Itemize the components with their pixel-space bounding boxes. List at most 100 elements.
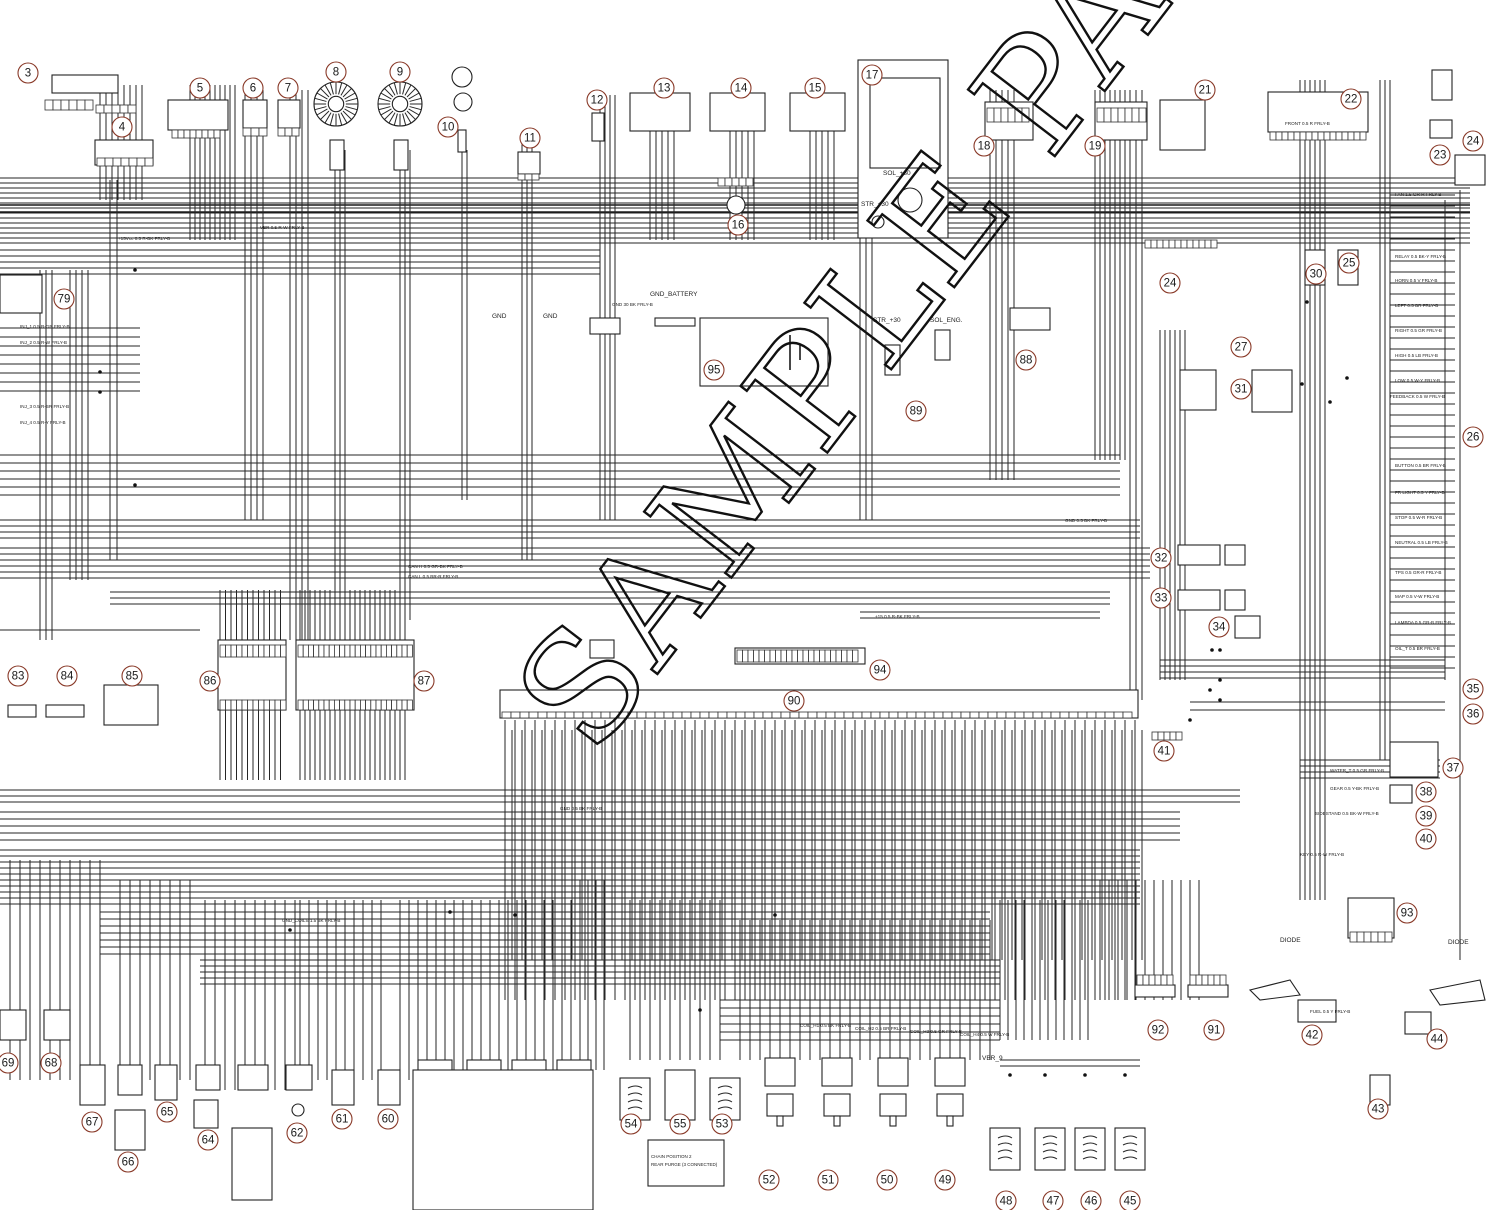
wire-label-layer: +15Vcc 0.5 R-BK FRLY-B GND_COILS 1.5 BK … (20, 121, 1451, 1037)
comp-42-bracket (1248, 979, 1301, 1001)
comp-18-pins (986, 107, 1030, 123)
comp-10-plug (457, 129, 467, 153)
callout-number: 36 (1467, 709, 1480, 721)
callout-number: 31 (1235, 384, 1248, 396)
callout-number: 13 (658, 83, 671, 95)
callout-47: 47 (1042, 1190, 1064, 1210)
sol-eng-label: SOL_ENG. (930, 317, 963, 324)
label-vbr-main: VBR 0.5 R-W FRLY-B (260, 225, 304, 230)
comp-6-sensor (242, 99, 268, 129)
comp-92-pins (1136, 974, 1174, 986)
label-lambda: LAMBDA 0.5 GR-B FRLY-B (1395, 620, 1451, 625)
callout-6: 6 (242, 77, 264, 99)
callout-number: 16 (732, 220, 745, 232)
diode-right-label: DIODE (1448, 939, 1469, 946)
label-fuel-pump: FUEL 0.5 Y FRLY-B (1310, 1009, 1350, 1014)
label-coil-h4: COIL_H4 0.5 W FRLY-B (960, 1032, 1009, 1037)
callout-number: 52 (763, 1175, 776, 1187)
callout-61: 61 (331, 1108, 353, 1130)
component-layer (0, 59, 1486, 1210)
comp-23-sensor (1429, 119, 1453, 139)
comp-87-pins-top (297, 644, 413, 658)
sample-page-watermark: SAMPLE PAGE (482, 0, 1348, 781)
label-button: BUTTON 0.5 BR FRLY-B (1395, 463, 1446, 468)
callout-36: 36 (1462, 703, 1484, 725)
callout-41: 41 (1153, 740, 1175, 762)
callout-number: 90 (788, 696, 801, 708)
label-injector-2: INJ_2 0.5 R-W FRLY-B (20, 340, 67, 345)
comp-22-pins (1269, 131, 1367, 141)
comp-41-pins (1151, 731, 1183, 741)
comp-33-block (1224, 589, 1246, 611)
callout-number: 53 (716, 1119, 729, 1131)
comp-21-module (1159, 99, 1206, 151)
str-30-label: STR_+30 (873, 317, 901, 324)
comp-46-coil (1074, 1127, 1106, 1171)
comp-24-pins (1144, 239, 1218, 249)
label-gnd-ecu: GND 0.5 BK FRLY-B (560, 806, 602, 811)
comp-93-pins (1349, 931, 1393, 943)
callout-4: 4 (111, 116, 133, 138)
callout-number: 14 (735, 83, 748, 95)
comp-84-body (45, 704, 85, 718)
callout-42: 42 (1301, 1024, 1323, 1046)
comp-62-bulb (291, 1103, 305, 1117)
callout-number: 83 (12, 671, 25, 683)
callout-number: 43 (1372, 1104, 1385, 1116)
callout-69: 69 (0, 1052, 19, 1074)
callout-number: 92 (1152, 1025, 1165, 1037)
comp-49-injector (934, 1057, 966, 1127)
callout-35: 35 (1462, 678, 1484, 700)
callout-number: 69 (2, 1058, 15, 1070)
comp-23-cap (1431, 69, 1453, 101)
comp-16-pins (717, 177, 754, 187)
callout-17: 17 (861, 64, 883, 86)
callout-89: 89 (905, 400, 927, 422)
label-injector-3: INJ_3 0.5 R-BR FRLY-B (20, 404, 69, 409)
comp-64-switch (193, 1099, 219, 1129)
callout-number: 67 (86, 1117, 99, 1129)
comp-8-plug (329, 139, 345, 171)
sol-30-label: SOL_+30 (883, 170, 911, 177)
comp-10-motor (451, 66, 473, 88)
callout-number: 34 (1213, 622, 1226, 634)
chain-note-line-1: CHAIN POSITION 2 (651, 1154, 692, 1159)
callout-number: 21 (1199, 85, 1212, 97)
comp-45-coil (1114, 1127, 1146, 1171)
callout-87: 87 (413, 670, 435, 692)
comp-92-connector (1134, 984, 1176, 998)
comp-31-module (1251, 369, 1293, 413)
callout-49: 49 (934, 1169, 956, 1191)
callout-11: 11 (519, 127, 541, 149)
callout-24a: 24 (1462, 130, 1484, 152)
comp-89-relay-b (934, 329, 951, 361)
callout-number: 86 (204, 676, 217, 688)
comp-94-pins (736, 649, 859, 663)
comp-89-relay-a (884, 344, 901, 376)
str-30b-label: STR_+30 (861, 201, 889, 208)
comp-63-sidestand (231, 1127, 273, 1201)
label-gnd-bus: GND 0.5 BK FRLY-B (1065, 518, 1107, 523)
callout-number: 89 (910, 406, 923, 418)
callout-number: 49 (939, 1175, 952, 1187)
callout-number: 23 (1434, 150, 1447, 162)
callout-52: 52 (758, 1169, 780, 1191)
comp-55-sensor (664, 1069, 696, 1121)
comp-52-injector (764, 1057, 796, 1127)
callout-number: 61 (336, 1114, 349, 1126)
comp-91-pins (1189, 974, 1227, 986)
diode-left-label: DIODE (1280, 937, 1301, 944)
callout-5: 5 (189, 77, 211, 99)
callout-12: 12 (586, 89, 608, 111)
callout-number: 18 (978, 141, 991, 153)
callout-14: 14 (730, 77, 752, 99)
callout-26: 26 (1462, 426, 1484, 448)
comp-68-sensor (43, 1009, 71, 1041)
callout-number: 50 (881, 1175, 894, 1187)
comp-12-switch (591, 112, 605, 142)
comp-47-coil (1034, 1127, 1066, 1171)
callout-27: 27 (1230, 336, 1252, 358)
label-sidestand: SIDESTAND 0.5 BK-W FRLY-B (1315, 811, 1379, 816)
comp-32-resistor (1177, 544, 1221, 566)
callout-43: 43 (1367, 1098, 1389, 1120)
